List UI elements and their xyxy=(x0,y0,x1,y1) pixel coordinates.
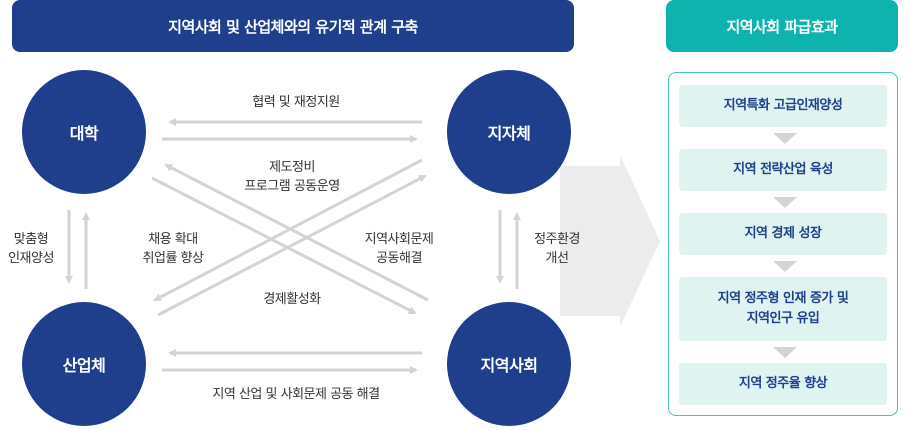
node-community: 지역사회 xyxy=(447,302,571,426)
arrow-diag-to-community xyxy=(151,176,417,315)
effects-header: 지역사회 파급효과 xyxy=(666,0,898,52)
node-industry: 산업체 xyxy=(22,302,146,426)
effect-step: 지역 경제 성장 xyxy=(679,213,887,255)
arrow-diag-to-industry xyxy=(153,158,423,302)
node-local-government: 지자체 xyxy=(447,70,571,194)
effect-step: 지역특화 고급인재양성 xyxy=(679,85,887,127)
arrow-diag-to-localgov xyxy=(157,174,427,317)
effect-step: 지역 정주율 향상 xyxy=(679,363,887,405)
label-top: 협력 및 재정지원 xyxy=(252,95,340,110)
arrow-diag-to-university xyxy=(164,163,429,302)
node-university: 대학 xyxy=(22,70,146,194)
down-arrow-icon xyxy=(773,347,797,358)
down-arrow-icon xyxy=(773,133,797,144)
relationship-header: 지역사회 및 산업체와의 유기적 관계 구축 xyxy=(12,0,574,52)
down-arrow-icon xyxy=(773,261,797,272)
label-bottom: 지역 산업 및 사회문제 공동 해결 xyxy=(212,387,380,402)
down-arrow-icon xyxy=(773,197,797,208)
big-right-arrow xyxy=(560,155,660,327)
label-center-bottom: 경제활성화 xyxy=(263,292,321,307)
effect-step: 지역 전략산업 육성 xyxy=(679,149,887,191)
effects-panel: 지역특화 고급인재양성 지역 전략산업 육성 지역 경제 성장 지역 정주형 인… xyxy=(668,72,898,416)
